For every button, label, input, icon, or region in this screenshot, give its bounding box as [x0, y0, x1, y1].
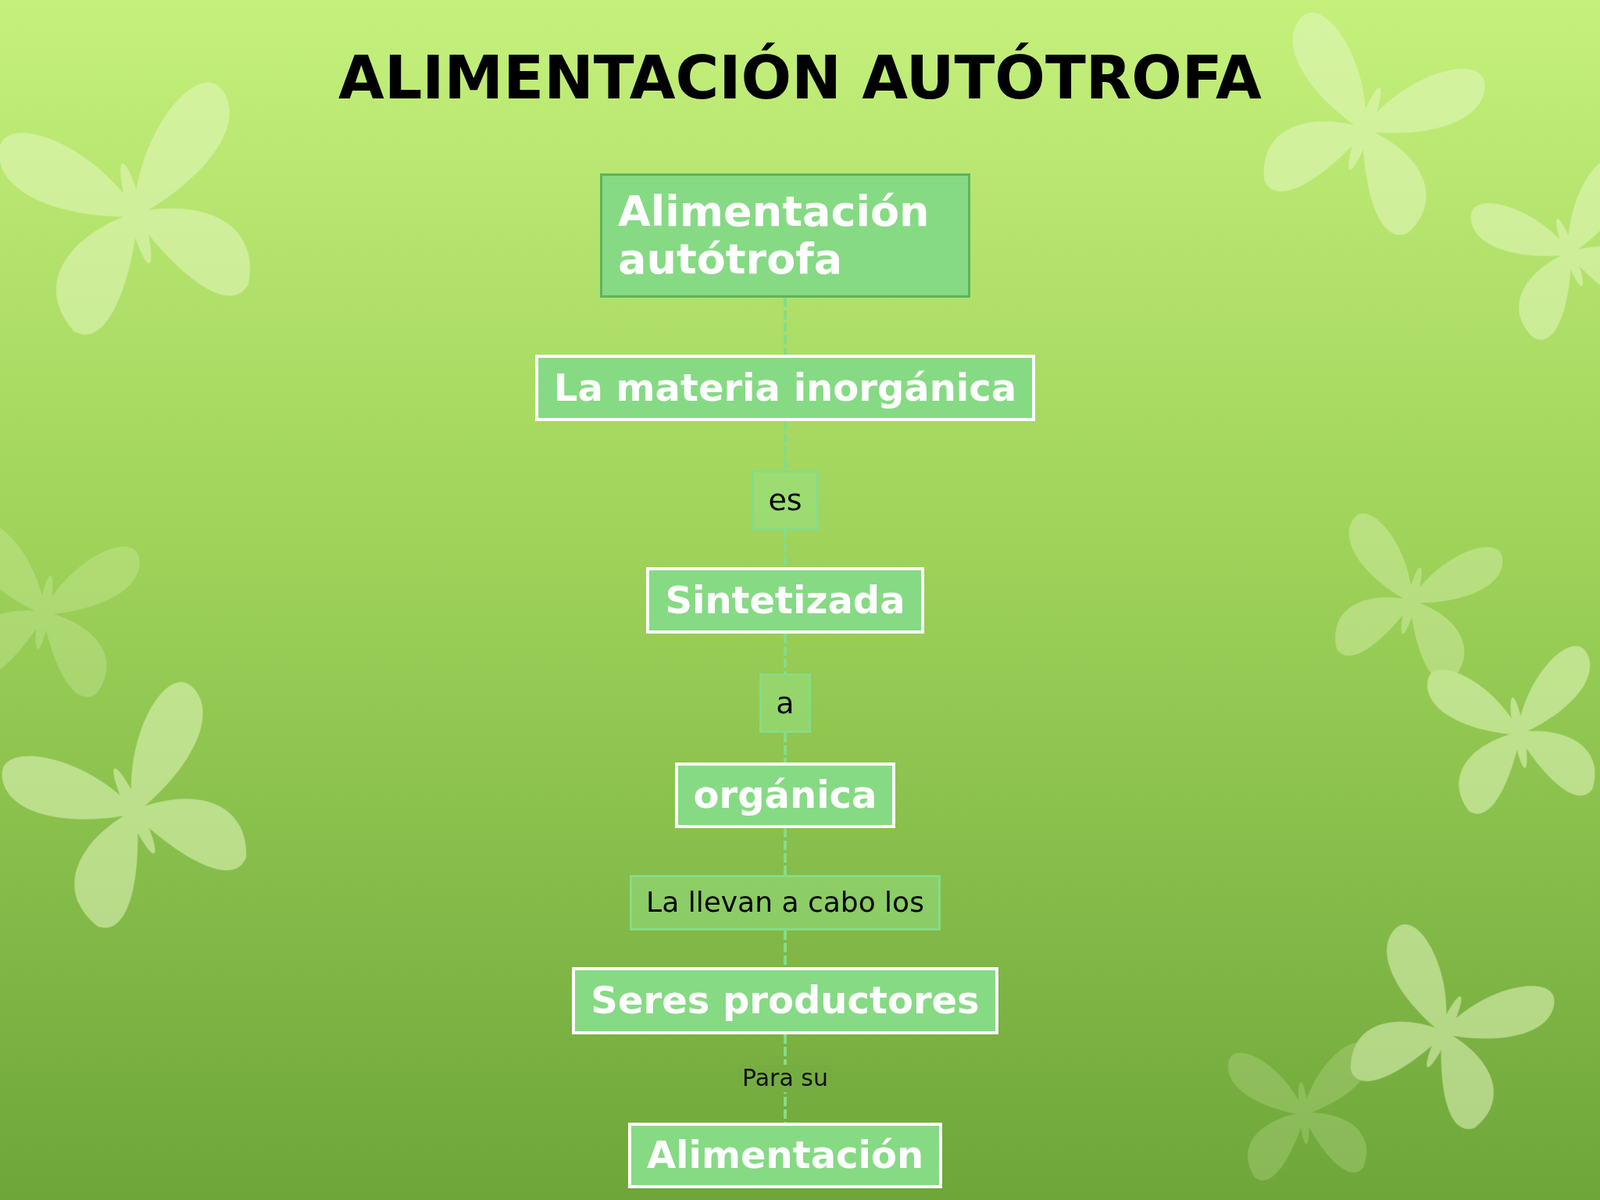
concept-box: Alimentación autótrofa: [600, 173, 971, 298]
title: ALIMENTACIÓN AUTÓTROFA: [0, 45, 1600, 111]
node-text: Alimentación autótrofa: [617, 188, 953, 283]
concept-box: es: [751, 470, 818, 531]
butterfly: [1329, 919, 1561, 1142]
butterfly: [0, 675, 272, 943]
concept-box: Alimentación: [628, 1122, 943, 1189]
connector-line: [783, 828, 787, 875]
connector-line: [783, 930, 787, 968]
concept-box: orgánica: [675, 762, 897, 829]
node-text: a: [775, 686, 795, 721]
concept-box: Seres productores: [571, 967, 998, 1035]
concept-box: La llevan a cabo los: [629, 875, 941, 931]
concept-box: La materia inorgánica: [535, 354, 1036, 422]
butterfly: [1239, 7, 1490, 247]
butterfly: [1466, 153, 1600, 350]
node-text: Seres productores: [590, 979, 979, 1022]
butterfly: [0, 78, 277, 346]
node-text: Sintetizada: [664, 579, 905, 622]
node-text: La llevan a cabo los: [646, 886, 925, 918]
butterfly: [1425, 643, 1600, 819]
node-text: La materia inorgánica: [553, 367, 1017, 410]
connector-line: [783, 297, 787, 355]
connector-line: [783, 732, 787, 763]
connector-line: [783, 633, 787, 674]
node-text: orgánica: [693, 774, 878, 817]
butterfly: [1226, 1041, 1381, 1183]
concept-box: Sintetizada: [646, 567, 924, 634]
node-text: Alimentación: [646, 1134, 924, 1177]
butterfly: [1317, 510, 1507, 689]
butterfly: [0, 519, 143, 703]
edge-label: Para su: [737, 1064, 833, 1093]
concept-box: a: [759, 673, 811, 733]
connector-line: [783, 421, 787, 471]
connector-line: [783, 530, 787, 568]
node-text: es: [767, 483, 802, 518]
